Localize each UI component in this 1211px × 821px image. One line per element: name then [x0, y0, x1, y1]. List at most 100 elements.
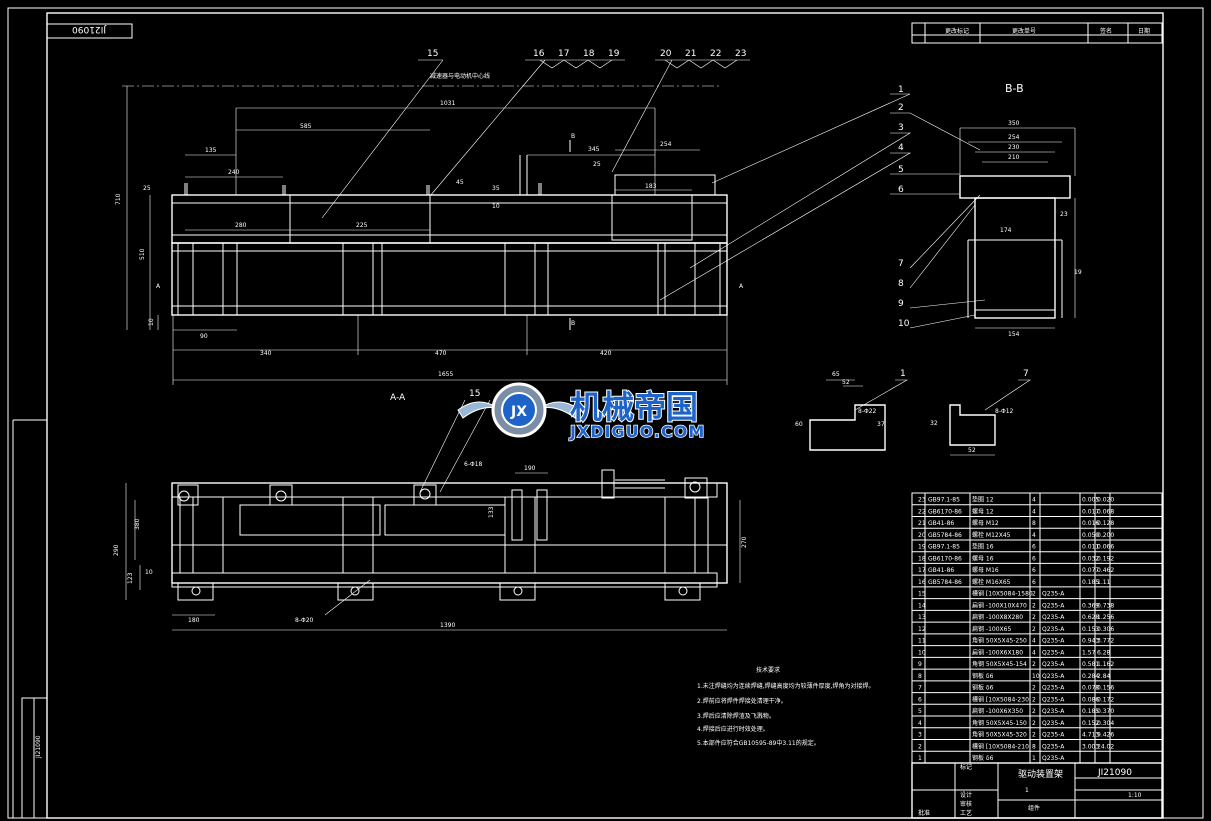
bom-cell: 4.713 — [1082, 732, 1099, 739]
bom-cell: 0.172 — [1097, 696, 1114, 703]
balloon-r9: 9 — [898, 299, 904, 309]
plan-dim-holes-top: 6-Φ18 — [464, 461, 483, 468]
bom-cell: GB6170-86 — [928, 508, 962, 515]
bom-cell: 6 — [1032, 544, 1036, 551]
bom-cell: 螺母 12 — [972, 507, 994, 515]
bom-cell: 扁钢 -100X6X350 — [972, 707, 1023, 715]
plan-balloon-15: 15 — [469, 389, 480, 399]
bom-cell: 0.185 — [1082, 708, 1099, 715]
dim-45: 45 — [456, 179, 464, 186]
bom-cell: 0.077 — [1082, 567, 1099, 574]
plan-dim-1390: 1390 — [440, 622, 455, 629]
bom-cell: Q235-A — [1042, 755, 1065, 762]
tb-scale: 1:10 — [1128, 792, 1142, 799]
bom-cell: 4 — [1032, 532, 1036, 539]
bom-cell: 0.032 — [1082, 555, 1099, 562]
bom-cell: 10 — [1032, 673, 1040, 680]
bom-cell: 2 — [1032, 591, 1036, 598]
bom-cell: 4 — [1032, 649, 1036, 656]
bom-cell: 0.370 — [1097, 708, 1114, 715]
bom-cell: Q235-A — [1042, 685, 1065, 692]
bom-cell: 13 — [918, 614, 926, 621]
dim-470: 470 — [435, 350, 447, 357]
section-bb-label: B-B — [1005, 82, 1024, 95]
bom-cell: 0.628 — [1082, 614, 1099, 621]
bom-cell: 7 — [918, 685, 922, 692]
bom-cell: 4 — [918, 720, 922, 727]
side-dim-23: 23 — [1060, 211, 1068, 218]
side-dim-254: 254 — [1008, 134, 1020, 141]
dim-35: 35 — [492, 185, 500, 192]
bom-cell: 11 — [918, 638, 926, 645]
bom-cell: 0.304 — [1097, 720, 1114, 727]
bom-cell: Q235-A — [1042, 626, 1065, 633]
bom-cell: 螺栓 M12X45 — [972, 531, 1011, 539]
dim-254: 254 — [660, 141, 672, 148]
tech-req-3: 3.焊后应清除焊渣及飞溅物。 — [697, 712, 775, 720]
drawing-frame — [46, 12, 1164, 819]
dim-1655: 1655 — [438, 371, 453, 378]
bom-cell: 0.462 — [1097, 567, 1114, 574]
bom-cell: GB5784-86 — [928, 532, 962, 539]
dim-340: 340 — [260, 350, 272, 357]
bom-cell: 5 — [918, 708, 922, 715]
bom-cell: 0.017 — [1082, 508, 1099, 515]
dim-420: 420 — [600, 350, 612, 357]
bom-cell: 23 — [918, 497, 926, 504]
balloon-20: 20 — [660, 49, 672, 59]
bom-cell: 2 — [1032, 696, 1036, 703]
balloon-r4: 4 — [898, 143, 904, 153]
plan-dim-290: 290 — [113, 544, 120, 556]
bom-cell: GB5784-86 — [928, 579, 962, 586]
left-strip: JI21090 — [12, 419, 48, 819]
bom-cell: 6 — [1032, 555, 1036, 562]
revision-header: 更改标记 更改单号 签名 日期 — [911, 22, 1163, 44]
bom-cell: 4 — [1032, 497, 1036, 504]
bom-cell: 0.581 — [1082, 661, 1099, 668]
bom-cell: 螺母 16 — [972, 554, 994, 562]
tech-requirements: 技术要求 1.未注焊缝均为连续焊缝,焊缝高度均为较薄件厚度,焊角为对接焊。 2.… — [697, 666, 875, 747]
bom-cell: 8 — [1032, 743, 1036, 750]
bom-cell: Q235-A — [1042, 602, 1065, 609]
bom-cell: 0.153 — [1082, 626, 1099, 633]
bom-cell: 2 — [1032, 602, 1036, 609]
bom-cell: 3.003 — [1082, 743, 1099, 750]
bom-cell: 0.156 — [1097, 685, 1114, 692]
bom-cell: 扁钢 -100X65 — [972, 625, 1011, 633]
balloon-r5: 5 — [898, 165, 904, 175]
bom-cell: 6 — [1032, 567, 1036, 574]
bom-cell: 扁钢 -100X8X280 — [972, 613, 1023, 621]
bom-cell: 0.306 — [1097, 626, 1114, 633]
d1-balloon: 1 — [900, 369, 906, 379]
right-balloons: 1 2 3 4 5 6 7 8 9 10 — [659, 85, 986, 329]
front-view: 1031 585 135 240 280 225 345 254 183 25 … — [115, 72, 744, 403]
plan-dim-180: 180 — [188, 617, 200, 624]
watermark: JX 机械帝国 JXDIGUO.COM — [457, 382, 705, 442]
bom-cell: 19 — [918, 544, 926, 551]
bom-cell: 18 — [918, 555, 926, 562]
balloon-r1: 1 — [898, 85, 904, 95]
dim-10b: 10 — [148, 318, 155, 326]
bom-cell: 螺母 M16 — [972, 566, 999, 574]
bom-cell: 8 — [918, 673, 922, 680]
rev-col-1: 更改标记 — [945, 27, 969, 35]
bom-cell: 角钢 50X5X45-250 — [972, 637, 1027, 645]
tech-req-5: 5.本部件应符合GB10595-89中3.11的规定。 — [697, 739, 820, 747]
view-mark-b-top: B — [571, 133, 575, 140]
bom-cell: 角钢 50X5X45-320 — [972, 731, 1027, 739]
tb-code: JI21090 — [1097, 768, 1132, 778]
bom-cell: 1.11 — [1097, 579, 1111, 586]
dim-345: 345 — [588, 146, 600, 153]
bom-cell: 1 — [1032, 755, 1036, 762]
bom-cell: 3 — [918, 732, 922, 739]
bom-cell: 16 — [918, 579, 926, 586]
bom-cell: 6 — [918, 696, 922, 703]
bom-cell: 0.192 — [1097, 555, 1114, 562]
watermark-main: 机械帝国 — [570, 388, 698, 426]
dim-225: 225 — [356, 222, 368, 229]
bom-cell: 钢板 δ6 — [972, 672, 994, 680]
bom-cell: Q235-A — [1042, 638, 1065, 645]
bom-cell: 螺栓 M16X65 — [972, 578, 1011, 586]
balloon-r7: 7 — [898, 259, 904, 269]
